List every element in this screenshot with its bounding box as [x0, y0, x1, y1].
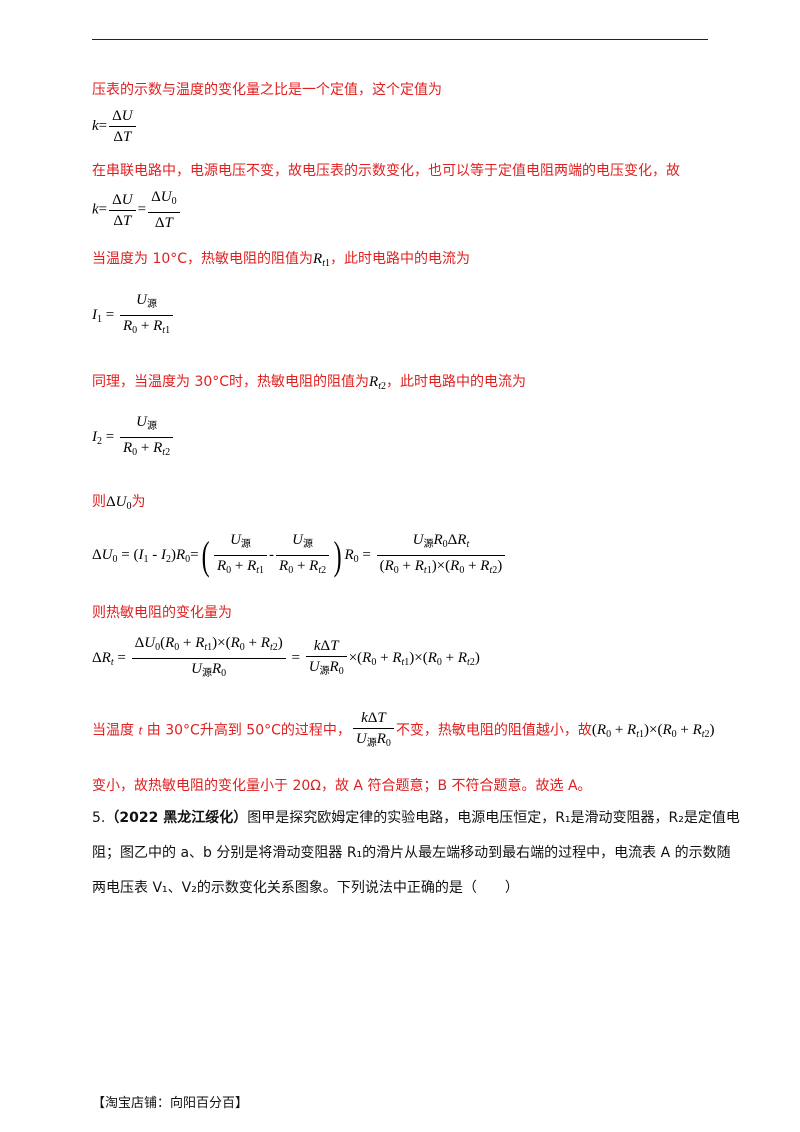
formula-delta-rt: ΔRt = ΔU0(R0 + Rt1)×(R0 + Rt2)U源R0 = kΔT…: [92, 635, 480, 679]
question-5-line-2: 阻；图乙中的 a、b 分别是将滑动变阻器 R₁的滑片从最左端移动到最右端的过程中…: [92, 845, 731, 861]
header-rule: [92, 39, 708, 40]
text-line-2: 在串联电路中，电源电压不变，故电压表的示数变化，也可以等于定值电阻两端的电压变化…: [92, 163, 680, 179]
question-5-line-1: 5.（2022 黑龙江绥化）图甲是探究欧姆定律的实验电路，电源电压恒定，R₁是滑…: [92, 810, 740, 826]
text-line-6: 则热敏电阻的变化量为: [92, 605, 232, 621]
question-5-line-3: 两电压表 V₁、V₂的示数变化关系图象。下列说法中正确的是（ ）: [92, 880, 519, 896]
footer-shop: 【淘宝店铺：向阳百分百】: [92, 1096, 249, 1111]
text-line-8: 变小，故热敏电阻的变化量小于 20Ω，故 A 符合题意；B 不符合题意。故选 A…: [92, 778, 592, 794]
text-line-5: 则ΔU0为: [92, 494, 146, 512]
text-line-1: 压表的示数与温度的变化量之比是一个定值，这个定值为: [92, 82, 442, 98]
text-line-4: 同理，当温度为 30°C时，热敏电阻的阻值为Rt2，此时电路中的电流为: [92, 374, 526, 392]
text-line-3: 当温度为 10°C，热敏电阻的阻值为Rt1，此时电路中的电流为: [92, 251, 470, 269]
